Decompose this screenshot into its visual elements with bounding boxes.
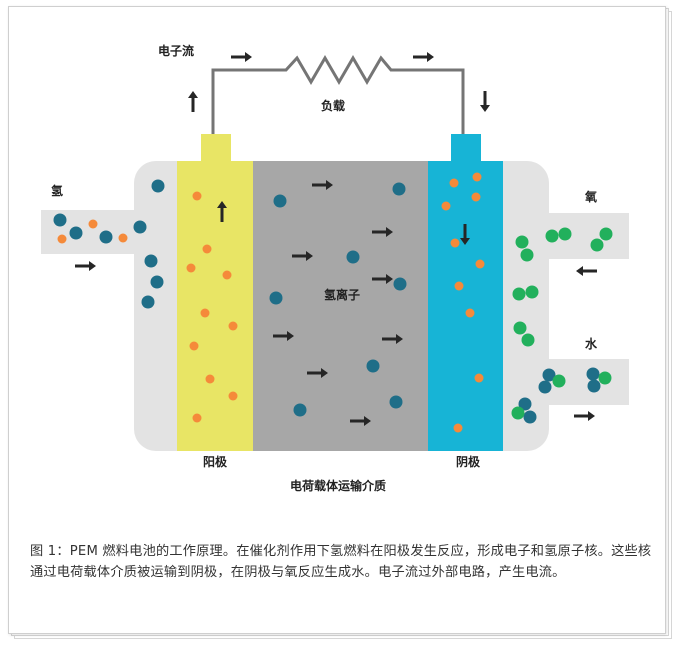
electron	[228, 321, 238, 331]
electron-particles	[57, 172, 485, 433]
oxygen-particles	[511, 227, 613, 420]
hydrogen-ion	[293, 403, 307, 417]
water-oxygen-atom	[511, 406, 525, 420]
electron-flow-label: 电子流	[158, 43, 194, 58]
oxygen-atom	[515, 235, 529, 249]
electron	[441, 201, 451, 211]
electron	[454, 281, 464, 291]
electron	[192, 413, 202, 423]
electron	[465, 308, 475, 318]
anode-label: 阳极	[203, 454, 228, 469]
oxygen-atom	[512, 287, 526, 301]
oxygen-atom	[558, 227, 572, 241]
electron	[450, 238, 460, 248]
oxygen-atom	[525, 285, 539, 299]
water-molecule-part	[586, 367, 600, 381]
load-label: 负载	[321, 98, 345, 113]
electron	[189, 341, 199, 351]
water-molecule-part	[538, 380, 552, 394]
hydrogen-ion	[392, 182, 406, 196]
oxygen-atom	[545, 229, 559, 243]
arrow-up-icon	[188, 91, 198, 112]
external-circuit-wire	[211, 55, 465, 136]
hydrogen-ion	[393, 277, 407, 291]
oxygen-atom	[513, 321, 527, 335]
electron	[186, 263, 196, 273]
hydrogen-ion-label: 氢离子	[324, 287, 360, 302]
hydrogen-particle	[141, 295, 155, 309]
hydrogen-particle	[151, 179, 165, 193]
electron	[453, 423, 463, 433]
electron	[222, 270, 232, 280]
electron	[472, 172, 482, 182]
electron	[57, 234, 67, 244]
electron	[228, 391, 238, 401]
electron	[192, 191, 202, 201]
figure-card: 电子流 负载 氢 氧 水 氢离子 阳极 阴极 电荷载体运输介质	[8, 6, 666, 634]
hydrogen-particle	[99, 230, 113, 244]
fuel-cell-diagram: 电子流 负载 氢 氧 水 氢离子 阳极 阴极 电荷载体运输介质	[41, 43, 629, 493]
hydrogen-particle	[150, 275, 164, 289]
hydrogen-particle	[53, 213, 67, 227]
water-label: 水	[585, 336, 598, 351]
hydrogen-particle	[144, 254, 158, 268]
oxygen-atom	[590, 238, 604, 252]
hydrogen-ion	[346, 250, 360, 264]
oxygen-atom	[599, 227, 613, 241]
membrane-label: 电荷载体运输介质	[290, 478, 386, 493]
arrow-right-icon	[231, 52, 252, 62]
anode-layer	[177, 161, 253, 451]
electron	[202, 244, 212, 254]
anode-terminal	[201, 134, 231, 162]
water-molecule-part	[542, 368, 556, 382]
hydrogen-ion	[389, 395, 403, 409]
water-molecule-part	[518, 397, 532, 411]
electron	[205, 374, 215, 384]
figure-caption: 图 1：PEM 燃料电池的工作原理。在催化剂作用下氢燃料在阳极发生反应，形成电子…	[30, 544, 652, 580]
hydrogen-particle	[69, 226, 83, 240]
arrow-down-icon	[480, 91, 490, 112]
arrow-right-icon	[413, 52, 434, 62]
water-molecule-part	[523, 410, 537, 424]
electron	[88, 219, 98, 229]
cathode-terminal	[451, 134, 481, 162]
hydrogen-ion	[366, 359, 380, 373]
water-molecule-part	[587, 379, 601, 393]
oxygen-atom	[521, 333, 535, 347]
arrow-right-icon	[574, 411, 595, 421]
cathode-label: 阴极	[456, 454, 481, 469]
hydrogen-particles	[53, 179, 601, 424]
electron	[475, 259, 485, 269]
electron	[200, 308, 210, 318]
water-oxygen-atom	[552, 374, 566, 388]
electron	[474, 373, 484, 383]
arrow-right-icon	[75, 261, 96, 271]
electron	[449, 178, 459, 188]
hydrogen-ion	[273, 194, 287, 208]
hydrogen-particle	[133, 220, 147, 234]
water-oxygen-atom	[598, 371, 612, 385]
arrow-left-icon	[576, 266, 597, 276]
oxygen-label: 氧	[584, 189, 597, 204]
cathode-layer	[428, 161, 503, 451]
hydrogen-ion	[269, 291, 283, 305]
hydrogen-label: 氢	[51, 183, 63, 198]
electron	[471, 192, 481, 202]
electron	[118, 233, 128, 243]
oxygen-atom	[520, 248, 534, 262]
